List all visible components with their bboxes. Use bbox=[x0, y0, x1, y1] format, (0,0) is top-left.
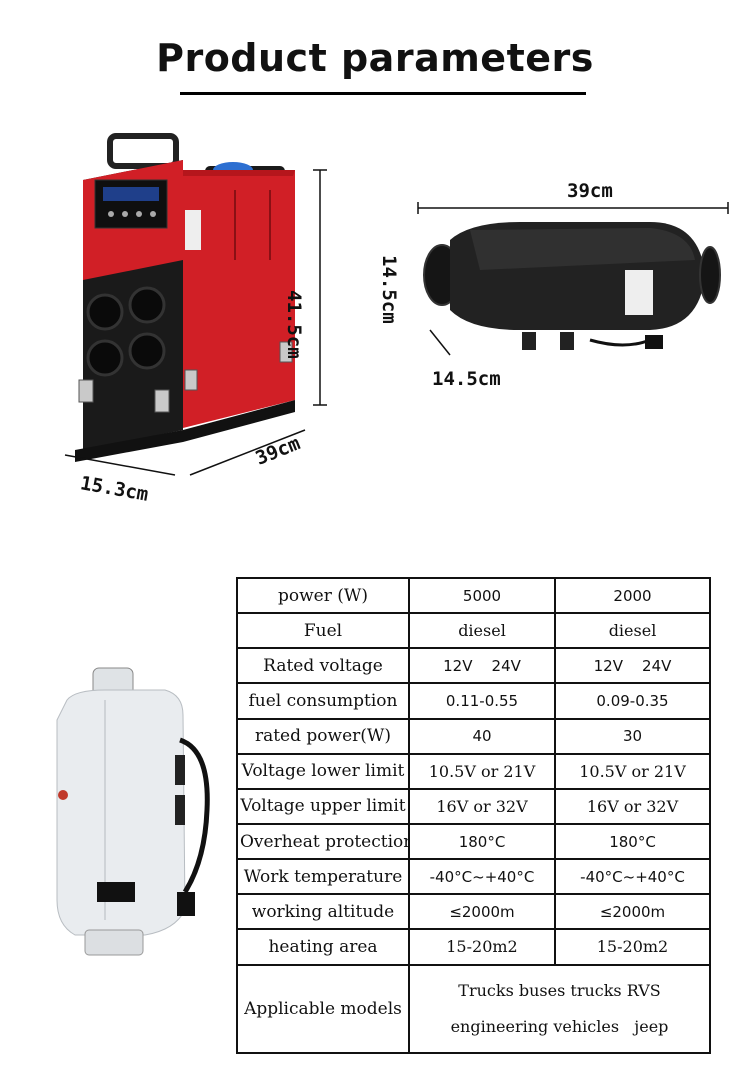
row-label: Applicable models bbox=[236, 963, 410, 1055]
value-2000w: 0.09-0.35 bbox=[554, 682, 711, 720]
row-label: Fuel bbox=[236, 612, 410, 650]
value-5000w: 12V 24V bbox=[408, 647, 556, 685]
value-5000w: 10.5V or 21V bbox=[408, 752, 556, 790]
value-2000w: 15-20m2 bbox=[554, 928, 711, 966]
value-2000w: 10.5V or 21V bbox=[554, 752, 711, 790]
table-row: Work temperature -40°C~+40°C -40°C~+40°C bbox=[236, 858, 711, 896]
heater-height-label: 14.5cm bbox=[378, 255, 400, 324]
models-line-2: engineering vehicles jeep bbox=[450, 1016, 669, 1036]
page-title: Product parameters bbox=[156, 36, 594, 80]
value-2000w: 2000 bbox=[554, 576, 711, 615]
carbon-heater-image bbox=[417, 202, 729, 356]
heater-depth-label: 14.5cm bbox=[432, 368, 501, 390]
value-5000w: -40°C~+40°C bbox=[408, 858, 556, 896]
table-row: fuel consumption 0.11-0.55 0.09-0.35 bbox=[236, 682, 711, 720]
length-dimension-label: 39cm bbox=[567, 180, 613, 202]
table-row: Fuel diesel diesel bbox=[236, 612, 711, 650]
parameters-table: power (W) 5000 2000 Fuel diesel diesel R… bbox=[236, 576, 711, 1055]
table-row: working altitude ≤2000m ≤2000m bbox=[236, 893, 711, 931]
value-2000w: 180°C bbox=[554, 822, 711, 861]
white-heater-image bbox=[56, 667, 210, 956]
row-label: Voltage upper limit bbox=[236, 787, 410, 825]
row-label: rated power(W) bbox=[236, 717, 410, 755]
value-5000w: 0.11-0.55 bbox=[408, 682, 556, 720]
red-heater-image bbox=[64, 133, 327, 476]
row-label: heating area bbox=[236, 928, 410, 966]
value-5000w: 180°C bbox=[408, 822, 556, 861]
value-5000w: diesel bbox=[408, 612, 556, 650]
table-row: Voltage upper limit 16V or 32V 16V or 32… bbox=[236, 787, 711, 825]
row-label: Rated voltage bbox=[236, 647, 410, 685]
value-5000w: 40 bbox=[408, 717, 556, 755]
table-row: heating area 15-20m2 15-20m2 bbox=[236, 928, 711, 966]
row-label: working altitude bbox=[236, 893, 410, 931]
row-label: Overheat protection bbox=[236, 822, 410, 861]
row-label: Work temperature bbox=[236, 858, 410, 896]
height-dimension-label: 41.5cm bbox=[283, 290, 305, 359]
title-underline bbox=[180, 92, 586, 95]
table-row: Applicable models Trucks buses trucks RV… bbox=[236, 963, 711, 1055]
value-2000w: 30 bbox=[554, 717, 711, 755]
value-5000w: 15-20m2 bbox=[408, 928, 556, 966]
value-5000w: 5000 bbox=[408, 576, 556, 615]
value-2000w: 12V 24V bbox=[554, 647, 711, 685]
table-row: power (W) 5000 2000 bbox=[236, 576, 711, 615]
table-row: Rated voltage 12V 24V 12V 24V bbox=[236, 647, 711, 685]
table-row: Voltage lower limit 10.5V or 21V 10.5V o… bbox=[236, 752, 711, 790]
applicable-models-value: Trucks buses trucks RVS engineering vehi… bbox=[408, 963, 711, 1055]
value-2000w: ≤2000m bbox=[554, 893, 711, 931]
row-label: Voltage lower limit bbox=[236, 752, 410, 790]
row-label: power (W) bbox=[236, 576, 410, 615]
value-2000w: diesel bbox=[554, 612, 711, 650]
value-5000w: 16V or 32V bbox=[408, 787, 556, 825]
table-row: Overheat protection 180°C 180°C bbox=[236, 822, 711, 861]
value-2000w: 16V or 32V bbox=[554, 787, 711, 825]
models-line-1: Trucks buses trucks RVS bbox=[458, 980, 661, 1000]
value-2000w: -40°C~+40°C bbox=[554, 858, 711, 896]
value-5000w: ≤2000m bbox=[408, 893, 556, 931]
table-row: rated power(W) 40 30 bbox=[236, 717, 711, 755]
row-label: fuel consumption bbox=[236, 682, 410, 720]
